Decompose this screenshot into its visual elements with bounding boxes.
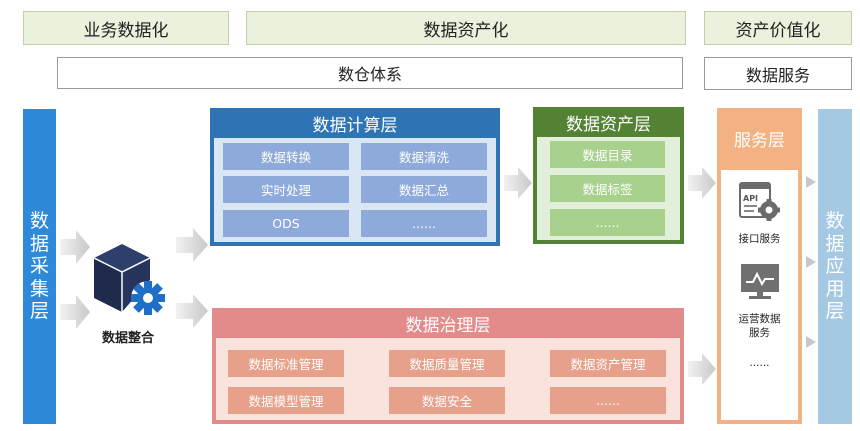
arrow-right-icon (806, 256, 816, 268)
service-layer-panel: 服务层 API 接口服务 (717, 108, 802, 424)
compute-cell: ODS (223, 210, 349, 237)
header-business-datafication: 业务数据化 (23, 11, 229, 45)
service-item-label: 接口服务 (738, 233, 781, 245)
integration-label: 数据整合 (101, 330, 154, 346)
header-data-warehouse: 数仓体系 (57, 57, 683, 89)
arrow-right-icon (60, 295, 90, 329)
right-bar-char: 层 (825, 300, 845, 323)
compute-layer-title: 数据计算层 (312, 115, 398, 136)
governance-layer-title: 数据治理层 (405, 315, 491, 336)
right-bar-char: 据 (825, 232, 845, 255)
monitor-chart-icon (740, 263, 780, 301)
compute-cell: 数据转换 (223, 143, 349, 170)
governance-cell: 数据标准管理 (228, 350, 344, 377)
arrow-right-icon (60, 230, 90, 264)
asset-cell: 数据目录 (550, 141, 665, 168)
svg-text:API: API (743, 194, 758, 203)
right-bar-char: 应 (825, 255, 845, 278)
compute-cell: 数据清洗 (361, 143, 487, 170)
compute-cell: 数据汇总 (361, 176, 487, 203)
arrow-right-icon (176, 228, 208, 262)
governance-cell: 数据质量管理 (389, 350, 505, 377)
asset-cell: ...... (550, 209, 665, 236)
left-bar-char: 据 (29, 232, 49, 255)
compute-layer-panel: 数据计算层 数据转换 数据清洗 实时处理 数据汇总 ODS ...... (210, 108, 500, 246)
right-bar-char: 用 (825, 277, 845, 300)
right-bar-char: 数 (825, 210, 845, 233)
compute-cell: 实时处理 (223, 176, 349, 203)
asset-layer-title: 数据资产层 (566, 114, 651, 135)
asset-cell: 数据标签 (550, 175, 665, 202)
left-bar-char: 采 (29, 255, 49, 278)
governance-cell: 数据安全 (389, 387, 505, 414)
arrow-right-icon (806, 336, 816, 348)
governance-layer-panel: 数据治理层 数据标准管理 数据质量管理 数据资产管理 数据模型管理 数据安全 .… (212, 308, 684, 424)
service-layer-title: 服务层 (734, 130, 785, 151)
left-bar-char: 层 (29, 300, 49, 323)
data-collection-layer-bar: 数 据 采 集 层 (23, 109, 56, 424)
header-data-service: 数据服务 (704, 57, 852, 90)
arrow-right-icon (806, 176, 816, 188)
governance-cell: ...... (550, 387, 666, 414)
arrow-right-icon (688, 353, 716, 385)
governance-cell: 数据资产管理 (550, 350, 666, 377)
arrow-right-icon (504, 167, 532, 199)
governance-cell: 数据模型管理 (228, 387, 344, 414)
api-icon: API (739, 182, 781, 222)
header-asset-valuation: 资产价值化 (704, 11, 852, 45)
left-bar-char: 集 (29, 277, 49, 300)
compute-cell: ...... (361, 210, 487, 237)
service-item-label: ...... (749, 357, 770, 369)
arrow-right-icon (176, 294, 208, 328)
left-bar-char: 数 (29, 210, 49, 233)
data-application-layer-bar: 数 据 应 用 层 (818, 109, 852, 424)
cube-gear-icon (86, 240, 172, 322)
asset-layer-panel: 数据资产层 数据目录 数据标签 ...... (533, 107, 684, 244)
arrow-right-icon (688, 167, 716, 199)
header-data-assetization: 数据资产化 (246, 11, 686, 45)
service-item-label: 运营数据 服务 (738, 313, 781, 340)
